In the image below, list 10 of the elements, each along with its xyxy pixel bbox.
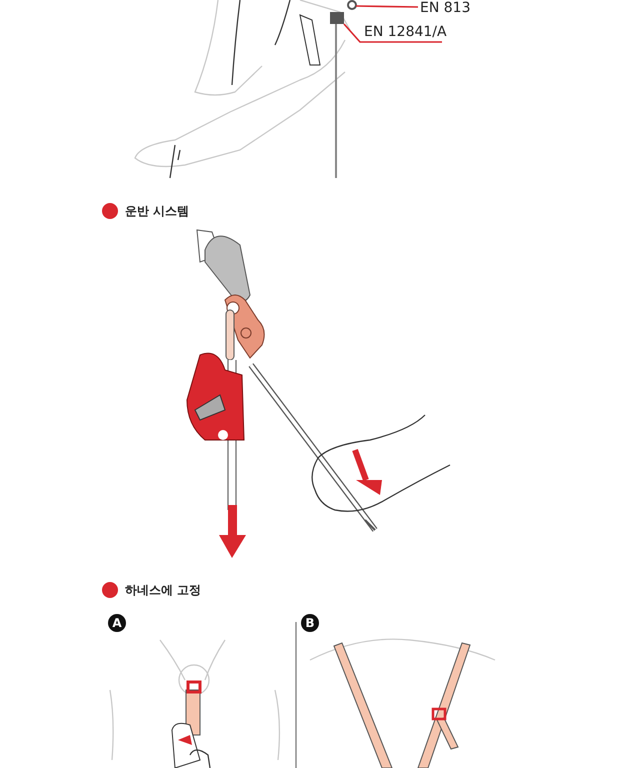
leader-line: [356, 5, 418, 8]
spec-label: EN 813: [420, 0, 470, 16]
section-heading: 하네스에 고정: [125, 582, 202, 598]
callout-letter: A: [108, 614, 126, 632]
harness-ring-drawing: [347, 0, 357, 10]
section-heading: 운반 시스템: [125, 203, 190, 219]
spec-label: EN 12841/A: [364, 24, 447, 40]
callout-letter: B: [301, 614, 319, 632]
rope-clamp-drawing: [330, 12, 344, 24]
leader-line: [343, 23, 442, 43]
